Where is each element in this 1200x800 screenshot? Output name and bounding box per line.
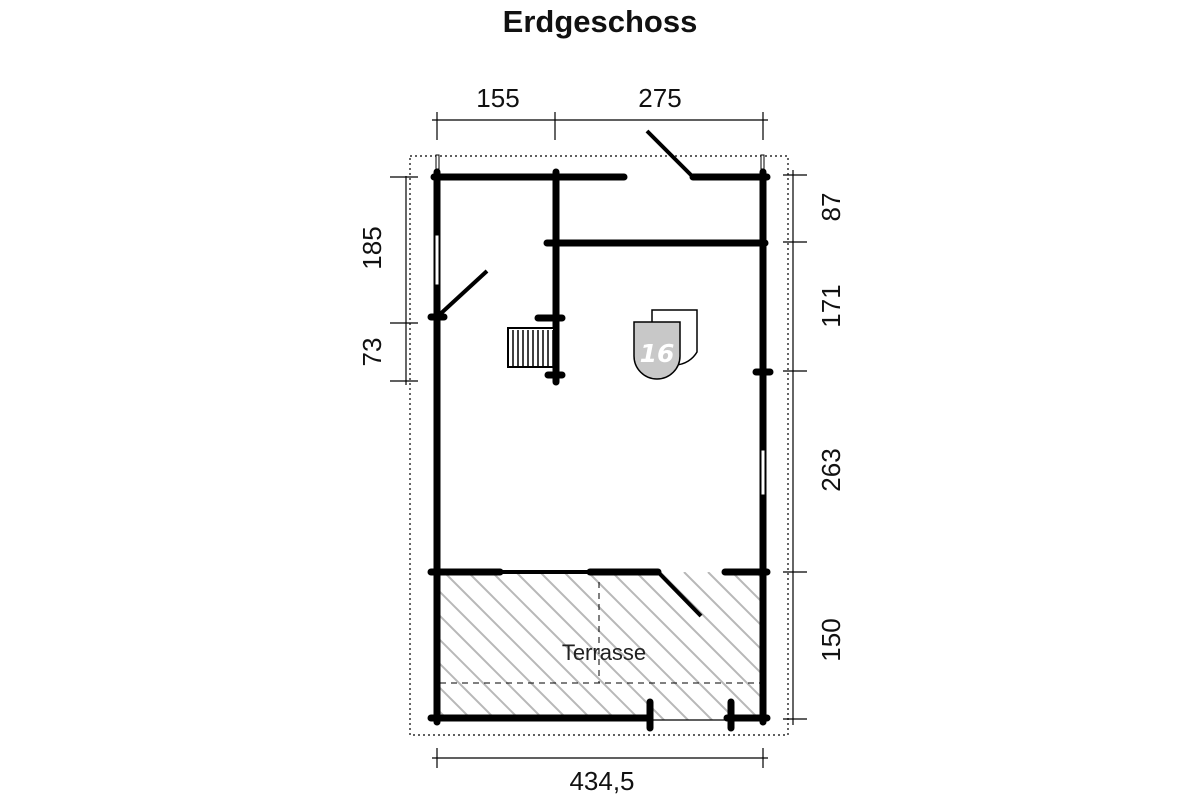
terrace-label: Terrasse (562, 640, 646, 665)
hatch-line (539, 572, 690, 720)
hatch-line (828, 572, 978, 722)
hatch-line (852, 572, 1002, 722)
hatch-line (587, 572, 738, 720)
hatch-line (563, 572, 714, 720)
dim-left-lower: 73 (357, 338, 387, 367)
door-top (645, 129, 695, 179)
dim-right-1: 87 (816, 193, 846, 222)
hatch-line (515, 572, 666, 720)
badge-number: 16 (640, 339, 675, 368)
hatch-line (437, 683, 474, 720)
hatch-line (491, 572, 642, 720)
hatch-line (876, 572, 1026, 722)
dim-bottom: 434,5 (569, 766, 634, 796)
door-terrace (656, 570, 703, 618)
stairs (507, 327, 555, 368)
doors (435, 129, 703, 618)
plan-title: Erdgeschoss (503, 4, 698, 39)
terrace-hatching (437, 572, 1050, 722)
hatch-line (437, 611, 546, 720)
dimension-bottom: 434,5 (432, 748, 768, 796)
hatch-line (900, 572, 1050, 722)
dim-right-4: 150 (816, 618, 846, 661)
hatch-line (611, 572, 762, 720)
door-left (435, 269, 489, 319)
hatch-line (467, 572, 618, 720)
hatch-line (437, 587, 570, 720)
stove-badge-icon: 16 (633, 309, 698, 380)
dimension-left: 185 73 (357, 176, 418, 385)
hatch-line (683, 572, 762, 652)
hatch-line (437, 707, 450, 720)
hatch-line (437, 659, 498, 720)
dim-left-upper: 185 (357, 226, 387, 269)
dim-right-3: 263 (816, 448, 846, 491)
roof-outline (409, 155, 789, 736)
hatch-line (443, 572, 594, 720)
dim-top-left: 155 (476, 83, 519, 113)
hatch-line (437, 635, 522, 720)
dim-right-2: 171 (816, 284, 846, 327)
hatch-line (707, 572, 762, 628)
hatch-line (731, 572, 762, 604)
dim-top-right: 275 (638, 83, 681, 113)
dimension-right: 87 171 263 150 (783, 170, 846, 725)
dimension-top: 155 275 (432, 83, 768, 140)
hatch-line (780, 572, 930, 722)
window-marks (434, 154, 766, 496)
